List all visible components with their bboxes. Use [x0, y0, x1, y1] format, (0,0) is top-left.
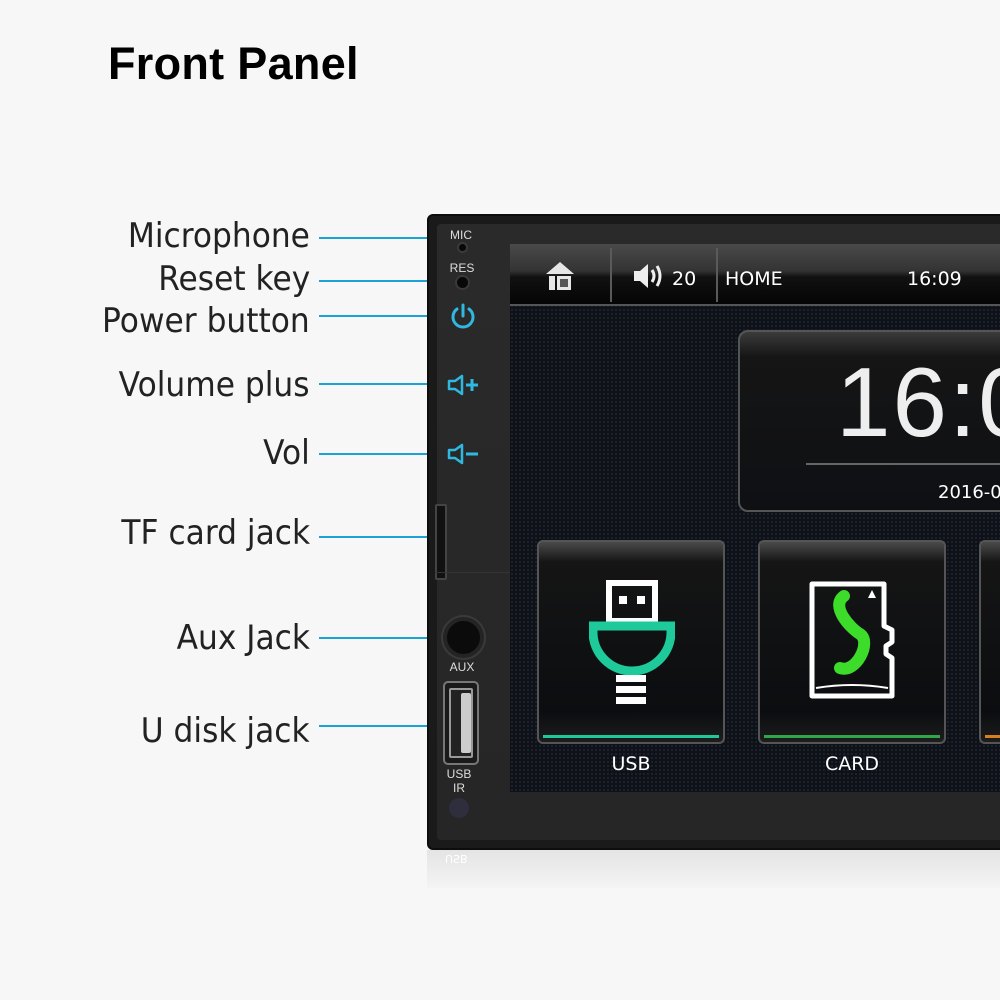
leader-line-aux [319, 633, 443, 643]
ir-label: IR [453, 781, 465, 795]
callout-microphone: Microphone [127, 216, 310, 256]
callout-volume-minus: Vol [263, 433, 310, 473]
device-reflection [427, 850, 1000, 888]
mic-label: MIC [450, 228, 472, 242]
card-tile-accent [764, 735, 940, 738]
callout-power-button: Power button [102, 301, 310, 341]
clock-date: 2016-0 [938, 482, 1000, 503]
volume-level: 20 [672, 268, 697, 290]
leader-line-volume-plus [319, 379, 443, 389]
tf-card-slot[interactable] [435, 504, 447, 580]
third-tile-button[interactable] [979, 540, 1000, 744]
usb-port-tongue [461, 693, 471, 753]
leader-line-power [319, 311, 445, 321]
reflection-text: USB [445, 852, 468, 865]
clock-widget[interactable]: 16:0 2016-0 [738, 330, 1000, 512]
sd-card-icon [809, 581, 895, 699]
ir-sensor [449, 798, 469, 818]
usb-tile-accent [543, 735, 719, 738]
statusbar-separator [716, 248, 718, 302]
page-title: Front Panel [108, 38, 359, 89]
callout-reset-key: Reset key [157, 259, 310, 299]
statusbar-time: 16:09 [907, 268, 962, 290]
leader-line-reset [319, 276, 443, 286]
leader-line-tf-card [319, 532, 443, 542]
reset-key[interactable] [455, 275, 470, 290]
speaker-icon[interactable] [632, 262, 668, 290]
card-tile-button[interactable] [758, 540, 946, 744]
res-label: RES [449, 261, 475, 275]
callout-tf-card-jack: TF card jack [121, 513, 310, 553]
microphone-hole [457, 242, 468, 253]
usb-tile-button[interactable] [537, 540, 725, 744]
home-icon[interactable] [544, 260, 576, 292]
callout-volume-plus: Volume plus [119, 365, 310, 405]
clock-divider [806, 463, 1000, 465]
usb-port-socket [449, 688, 473, 758]
volume-minus-icon[interactable] [446, 442, 482, 466]
leader-line-microphone [319, 233, 443, 243]
clock-time: 16:0 [836, 347, 1000, 457]
callout-u-disk-jack: U disk jack [141, 711, 310, 751]
usb-port[interactable] [443, 681, 479, 765]
power-icon[interactable] [449, 302, 477, 330]
statusbar-separator [610, 248, 612, 302]
status-bar: 20 HOME 16:09 [510, 244, 1000, 306]
panel-divider [435, 572, 510, 573]
touch-screen[interactable]: 20 HOME 16:09 16:0 2016-0 USB CAR [510, 244, 1000, 792]
aux-label: AUX [449, 660, 475, 674]
usb-icon [589, 580, 675, 704]
page-heading: HOME [725, 268, 783, 290]
aux-jack[interactable] [443, 617, 484, 658]
volume-plus-icon[interactable] [446, 373, 482, 397]
usb-tile-label: USB [611, 753, 651, 775]
usb-label: USB [446, 767, 472, 781]
callout-aux-jack: Aux Jack [176, 618, 310, 658]
leader-line-usb [319, 721, 443, 731]
card-tile-label: CARD [824, 753, 880, 775]
leader-line-volume-minus [319, 449, 443, 459]
third-tile-accent [985, 735, 1000, 738]
